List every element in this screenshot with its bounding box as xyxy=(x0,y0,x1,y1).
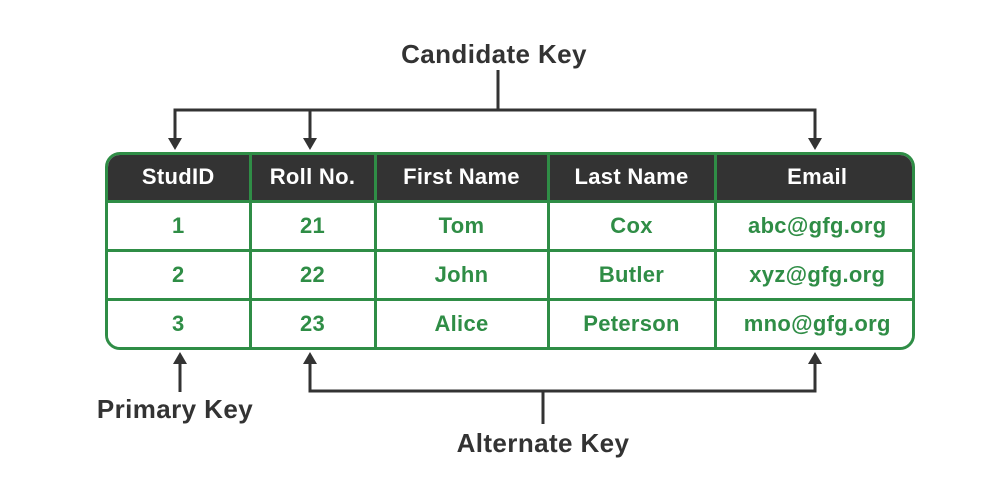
cell-studid: 1 xyxy=(108,199,252,252)
cell-email: mno@gfg.org xyxy=(713,297,912,347)
cell-firstname: John xyxy=(373,248,550,301)
cell-rollno: 22 xyxy=(248,248,377,301)
column-header-email: Email xyxy=(713,155,912,203)
primary-key-label: Primary Key xyxy=(96,394,254,424)
cell-lastname: Butler xyxy=(546,248,717,301)
header-row: StudID Roll No. First Name Last Name Ema… xyxy=(108,155,912,203)
candidate-key-label: Candidate Key xyxy=(401,39,587,69)
cell-lastname: Peterson xyxy=(546,297,717,347)
arrow-down-rollno-icon xyxy=(303,138,317,150)
cell-studid: 2 xyxy=(108,248,252,301)
cell-rollno: 23 xyxy=(248,297,377,347)
student-table: StudID Roll No. First Name Last Name Ema… xyxy=(108,155,912,347)
cell-email: xyz@gfg.org xyxy=(713,248,912,301)
column-header-studid: StudID xyxy=(108,155,252,203)
arrow-down-email-icon xyxy=(808,138,822,150)
cell-firstname: Alice xyxy=(373,297,550,347)
table-row: 3 23 Alice Peterson mno@gfg.org xyxy=(108,297,912,347)
cell-email: abc@gfg.org xyxy=(713,199,912,252)
alternate-key-lines xyxy=(308,362,817,424)
table-row: 1 21 Tom Cox abc@gfg.org xyxy=(108,199,912,252)
arrow-up-alternate-left-icon xyxy=(303,352,317,364)
column-header-lastname: Last Name xyxy=(546,155,717,203)
alternate-key-label: Alternate Key xyxy=(456,428,630,458)
cell-lastname: Cox xyxy=(546,199,717,252)
student-table-body: 1 21 Tom Cox abc@gfg.org 2 22 John Butle… xyxy=(108,199,912,347)
arrow-up-alternate-right-icon xyxy=(808,352,822,364)
cell-rollno: 21 xyxy=(248,199,377,252)
table-row: 2 22 John Butler xyz@gfg.org xyxy=(108,248,912,301)
arrow-up-primary-icon xyxy=(173,352,187,364)
student-table-container: StudID Roll No. First Name Last Name Ema… xyxy=(105,152,915,350)
candidate-key-connector xyxy=(168,70,822,150)
alternate-key-bracket xyxy=(303,352,822,424)
arrow-down-studid-icon xyxy=(168,138,182,150)
student-table-header: StudID Roll No. First Name Last Name Ema… xyxy=(108,155,912,203)
column-header-firstname: First Name xyxy=(373,155,550,203)
primary-key-arrow xyxy=(173,352,187,392)
column-header-rollno: Roll No. xyxy=(248,155,377,203)
candidate-key-lines xyxy=(173,70,817,140)
cell-studid: 3 xyxy=(108,297,252,347)
cell-firstname: Tom xyxy=(373,199,550,252)
